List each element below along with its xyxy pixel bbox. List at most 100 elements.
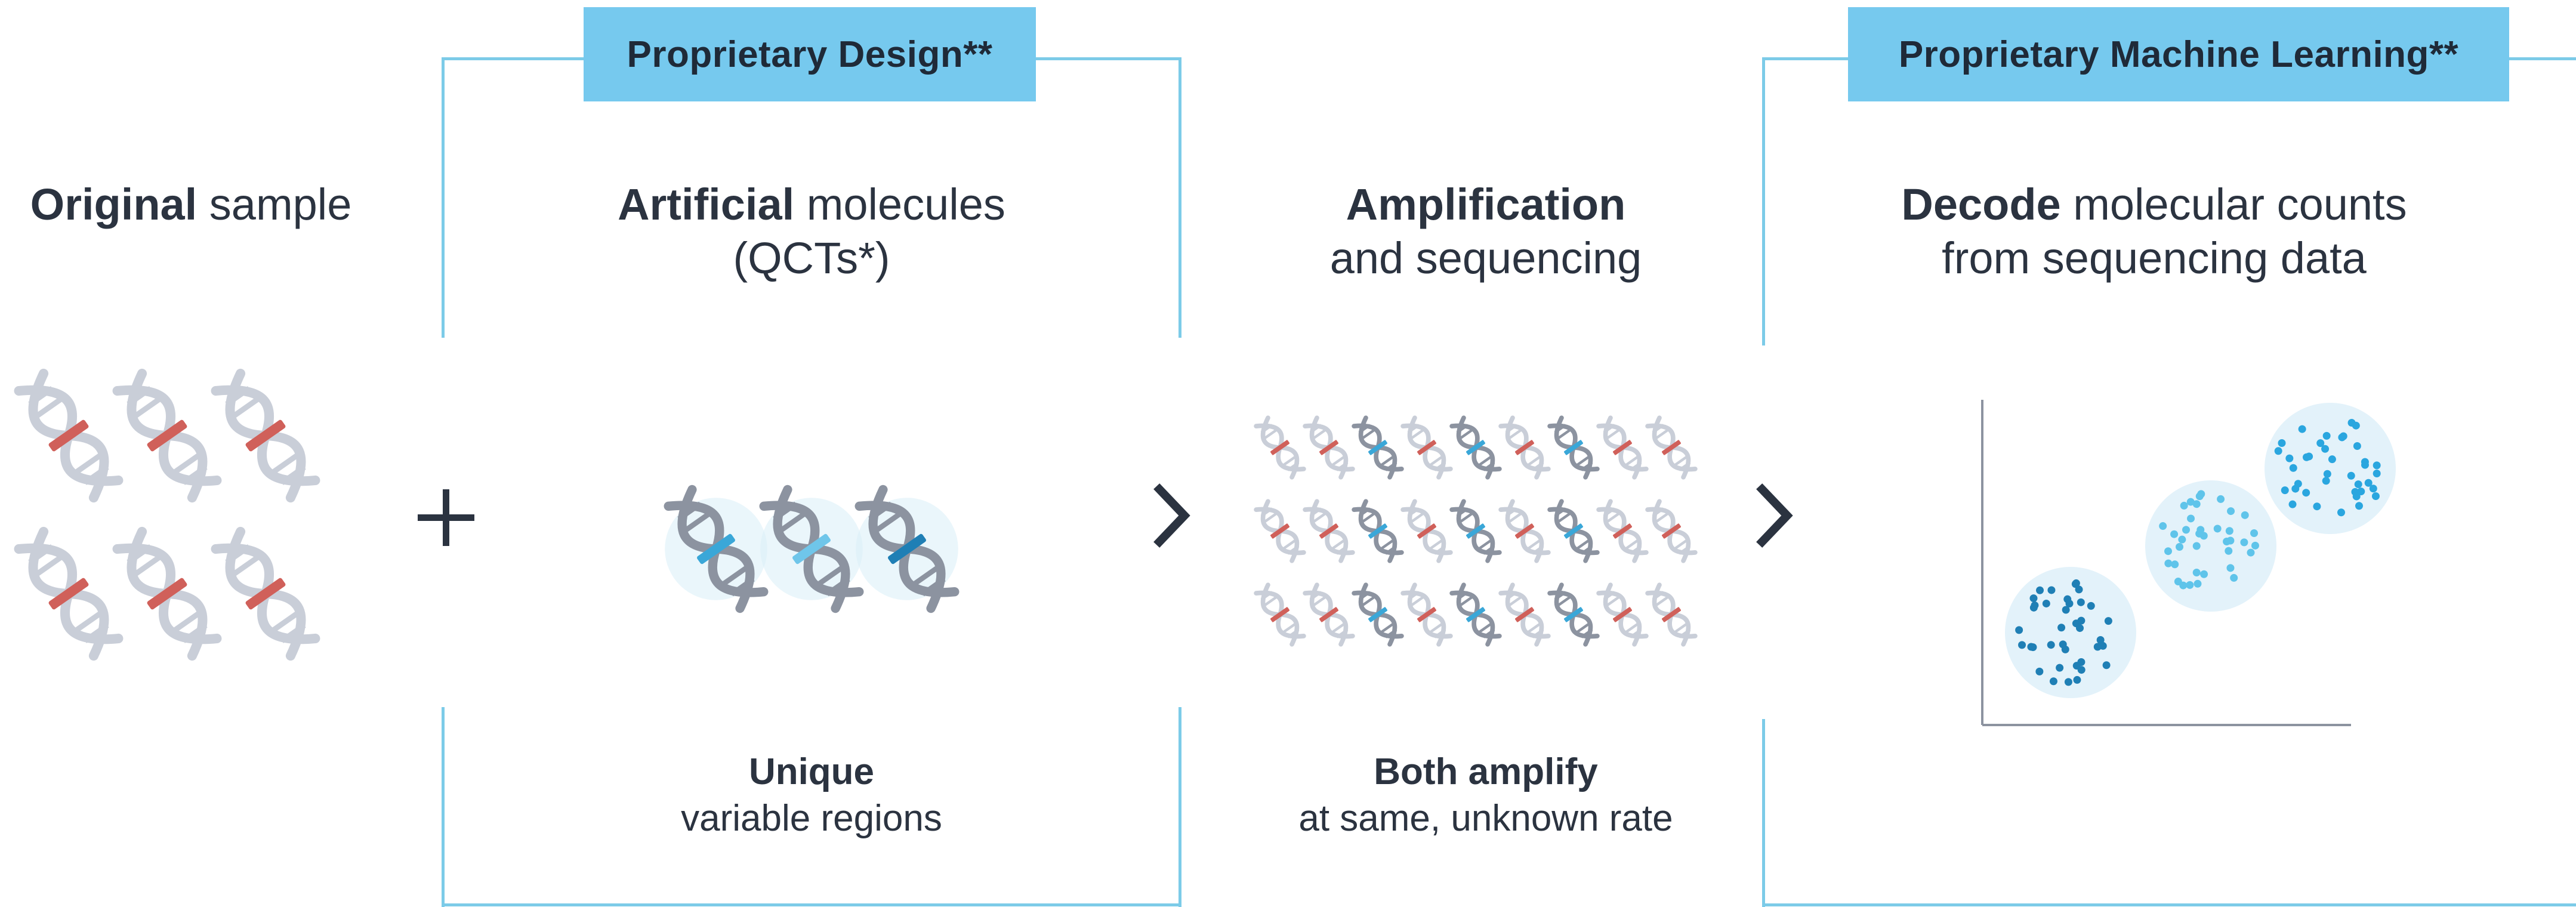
data-point [2093,643,2102,651]
artificial-molecules-dna-group [664,485,960,613]
data-point [2170,530,2179,538]
data-point [2247,548,2255,557]
dna-icon [1645,415,1698,480]
data-point [2251,541,2259,550]
data-point [2186,581,2194,589]
design-frame-top-right [1034,57,1181,60]
data-point [2313,502,2321,511]
dna-icon [1303,582,1355,647]
data-point [2059,640,2067,649]
data-point [2361,461,2369,469]
dna-icon [1352,582,1404,647]
dna-icon [211,368,320,503]
data-point [2289,464,2297,472]
ml-frame-left-upper [1762,57,1765,345]
dna-icon [211,526,320,661]
data-point [2049,677,2057,686]
ml-frame-top-left [1762,57,1849,60]
dna-icon [1498,415,1551,480]
data-point [2226,564,2235,572]
data-point [2029,594,2038,603]
data-point [2179,581,2188,590]
data-point [2087,601,2095,610]
data-point [2031,601,2039,609]
step-heading-bold: Artificial [618,180,795,229]
data-cluster [2145,480,2276,612]
data-point [2225,527,2233,535]
data-point [2164,559,2173,567]
data-point [2104,617,2112,625]
data-point [2077,598,2085,606]
step-heading-decode: Decode molecular counts from sequencing … [1826,178,2482,285]
dna-icon [1254,415,1306,480]
data-point [2217,495,2225,503]
data-point [2176,542,2184,551]
data-point [2036,586,2044,594]
dna-icon [1596,499,1649,563]
data-point [2042,599,2050,607]
dna-icon [1449,499,1502,563]
data-point [2278,439,2286,447]
scatter-plot-icon [1981,400,2396,726]
data-cluster [2265,403,2396,534]
data-point [2316,439,2325,448]
data-point [2288,500,2297,508]
dna-icon [1547,415,1600,480]
dna-icon [1498,582,1551,647]
data-cluster [2005,567,2136,698]
original-sample-dna-group [14,368,320,661]
step-heading-bold: Decode [1901,180,2061,229]
ml-frame-left-lower [1762,719,1765,907]
data-point [2240,538,2248,547]
data-point [2192,500,2201,508]
data-point [2294,480,2302,488]
ml-frame-top-right [2508,57,2576,60]
data-point [2195,529,2204,538]
dna-icon [1449,415,1502,480]
caption-unique: Unique variable regions [573,749,1050,842]
data-point [2057,624,2066,632]
data-point [2347,419,2356,427]
data-point [2354,480,2362,489]
proprietary-design-tag: Proprietary Design** [584,7,1036,101]
data-point [2351,488,2359,496]
step-heading-amplification: Amplification and sequencing [1247,178,1724,285]
dna-icon [1547,582,1600,647]
data-point [2056,664,2064,672]
data-point [2096,636,2105,644]
data-point [2213,525,2222,533]
dna-icon [1254,582,1306,647]
plus-icon [418,489,474,546]
design-frame-bottom [442,903,1181,906]
data-point [2274,447,2282,455]
amplification-dna-group [1254,415,1698,647]
data-point [2164,547,2173,556]
data-point [2298,425,2306,433]
data-point [2029,643,2037,652]
data-point [2328,455,2336,464]
chevron-right-icon [1153,483,1190,548]
data-point [2187,514,2195,523]
dna-icon [1645,499,1698,563]
data-point [2180,501,2188,510]
data-point [2073,675,2081,684]
dna-icon [1498,499,1551,563]
data-point [2182,526,2191,534]
data-point [2194,579,2202,588]
data-point [2072,662,2081,670]
data-point [2230,573,2238,582]
data-point [2192,542,2201,550]
data-point [2305,452,2313,461]
dna-icon [759,485,864,613]
dna-icon [1352,415,1404,480]
data-point [2015,626,2023,634]
design-frame-left-upper [442,57,445,338]
data-point [2064,678,2072,686]
dna-icon [1303,415,1355,480]
data-point [2225,547,2233,555]
dna-icon [1254,499,1306,563]
dna-icon [1303,499,1355,563]
data-point [2364,479,2373,487]
design-frame-right-upper [1179,57,1181,338]
data-point [2047,641,2055,649]
